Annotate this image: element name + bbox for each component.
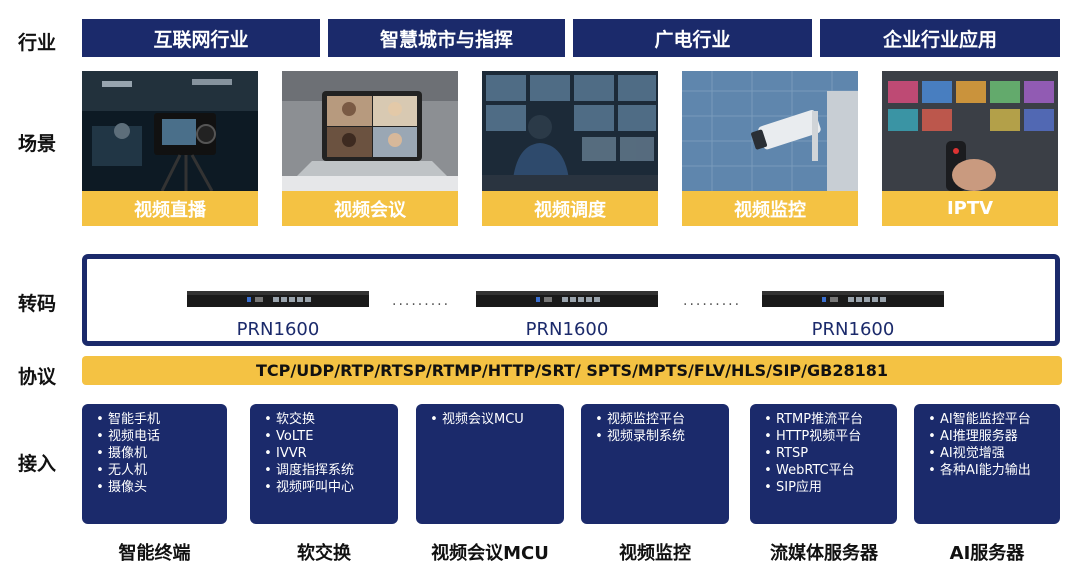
industry-enterprise: 企业行业应用 xyxy=(820,19,1060,57)
list-item: RTSP xyxy=(760,445,889,462)
scene-video-surveillance: 视频监控 xyxy=(682,71,858,226)
access-box-surveillance: 视频监控平台 视频录制系统 xyxy=(581,404,729,524)
access-title-softswitch: 软交换 xyxy=(297,543,351,564)
list-item: WebRTC平台 xyxy=(760,462,889,479)
list-item: RTMP推流平台 xyxy=(760,411,889,428)
live-streaming-photo xyxy=(82,71,258,191)
list-item: 智能手机 xyxy=(92,411,219,428)
row-label-transcode: 转码 xyxy=(18,293,57,315)
scene-video-surveillance-caption: 视频监控 xyxy=(682,191,858,226)
scene-live-streaming: 视频直播 xyxy=(82,71,258,226)
list-item: IVVR xyxy=(260,445,390,462)
list-item: 无人机 xyxy=(92,462,219,479)
device-label: PRN1600 xyxy=(811,319,895,340)
scene-video-dispatch: 视频调度 xyxy=(482,71,658,226)
access-title-mcu: 视频会议MCU xyxy=(431,543,549,564)
access-box-softswitch: 软交换 VoLTE IVVR 调度指挥系统 视频呼叫中心 xyxy=(250,404,398,524)
list-item: HTTP视频平台 xyxy=(760,428,889,445)
row-label-protocol: 协议 xyxy=(18,366,57,388)
industry-internet: 互联网行业 xyxy=(82,19,320,57)
scene-iptv-caption: IPTV xyxy=(882,191,1058,226)
server-appliance-icon xyxy=(476,291,658,307)
scene-iptv: IPTV xyxy=(882,71,1058,226)
access-title-streaming-server: 流媒体服务器 xyxy=(770,543,878,564)
scene-video-conference: 视频会议 xyxy=(282,71,458,226)
video-conference-photo xyxy=(282,71,458,191)
list-item: VoLTE xyxy=(260,428,390,445)
row-label-scene: 场景 xyxy=(18,133,57,155)
video-dispatch-photo xyxy=(482,71,658,191)
scene-video-dispatch-caption: 视频调度 xyxy=(482,191,658,226)
scene-video-conference-caption: 视频会议 xyxy=(282,191,458,226)
access-box-streaming-server: RTMP推流平台 HTTP视频平台 RTSP WebRTC平台 SIP应用 xyxy=(750,404,897,524)
device-label: PRN1600 xyxy=(525,319,609,340)
iptv-photo xyxy=(882,71,1058,191)
list-item: AI视觉增强 xyxy=(924,445,1052,462)
server-appliance-icon xyxy=(762,291,944,307)
list-item: 视频监控平台 xyxy=(591,411,721,428)
video-surveillance-photo xyxy=(682,71,858,191)
list-item: SIP应用 xyxy=(760,479,889,496)
ellipsis-separator: ········· xyxy=(683,297,742,313)
list-item: AI智能监控平台 xyxy=(924,411,1052,428)
access-title-surveillance: 视频监控 xyxy=(619,543,691,564)
industry-smart-city: 智慧城市与指挥 xyxy=(328,19,565,57)
server-appliance-icon xyxy=(187,291,369,307)
list-item: 软交换 xyxy=(260,411,390,428)
scene-live-streaming-caption: 视频直播 xyxy=(82,191,258,226)
ellipsis-separator: ········· xyxy=(392,297,451,313)
list-item: 摄像头 xyxy=(92,479,219,496)
access-box-ai-server: AI智能监控平台 AI推理服务器 AI视觉增强 各种AI能力输出 xyxy=(914,404,1060,524)
device-label: PRN1600 xyxy=(236,319,320,340)
list-item: 视频呼叫中心 xyxy=(260,479,390,496)
row-label-access: 接入 xyxy=(18,453,57,475)
list-item: 视频电话 xyxy=(92,428,219,445)
list-item: 各种AI能力输出 xyxy=(924,462,1052,479)
list-item: 视频会议MCU xyxy=(426,411,556,428)
transcode-panel: PRN1600 ········· PRN1600 ········· PRN1… xyxy=(82,254,1060,346)
row-label-industry: 行业 xyxy=(18,32,57,54)
list-item: 调度指挥系统 xyxy=(260,462,390,479)
access-box-mcu: 视频会议MCU xyxy=(416,404,564,524)
protocol-bar: TCP/UDP/RTP/RTSP/RTMP/HTTP/SRT/ SPTS/MPT… xyxy=(82,356,1062,385)
list-item: 摄像机 xyxy=(92,445,219,462)
access-box-smart-terminal: 智能手机 视频电话 摄像机 无人机 摄像头 xyxy=(82,404,227,524)
access-title-smart-terminal: 智能终端 xyxy=(118,543,191,564)
list-item: 视频录制系统 xyxy=(591,428,721,445)
industry-broadcast: 广电行业 xyxy=(573,19,812,57)
list-item: AI推理服务器 xyxy=(924,428,1052,445)
access-title-ai-server: AI服务器 xyxy=(949,543,1025,564)
